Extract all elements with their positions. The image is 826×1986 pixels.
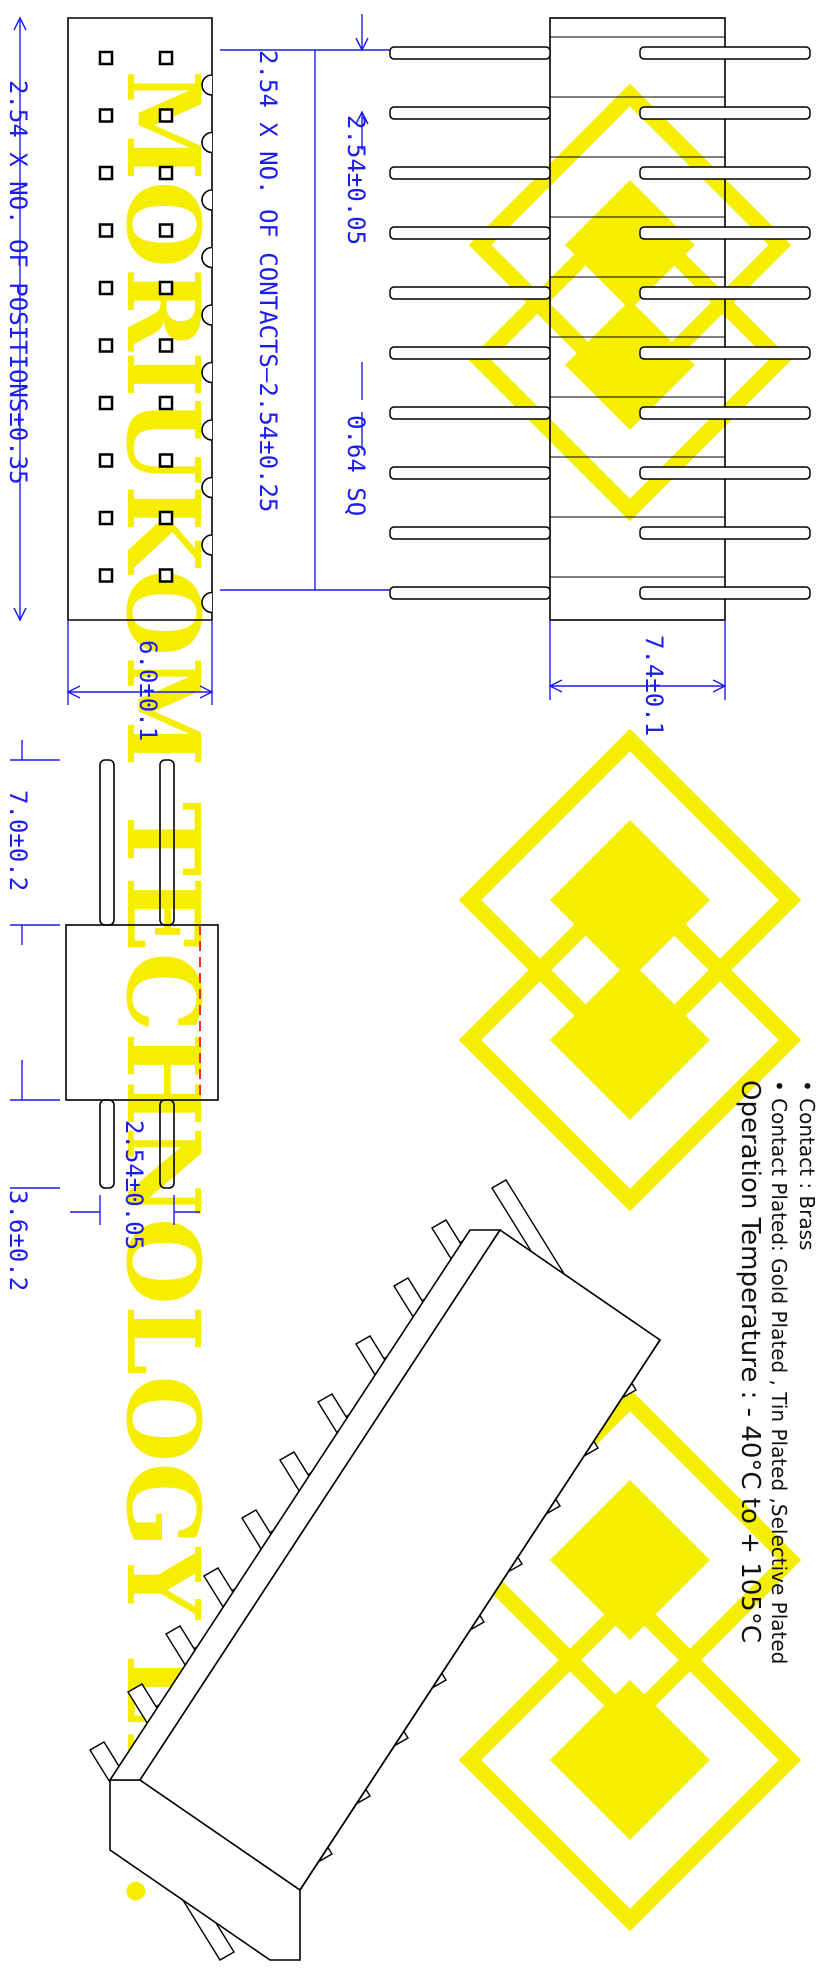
pad-square	[98, 395, 114, 411]
notch	[201, 591, 213, 614]
pad-square	[158, 50, 174, 66]
pitch-side-label: 2.54±0.05	[120, 1120, 148, 1250]
front-pin-left	[389, 346, 551, 360]
front-pin-left	[389, 466, 551, 480]
pad-square	[98, 223, 114, 238]
pad-square	[158, 510, 174, 526]
pad-square	[98, 50, 114, 66]
pad-square	[158, 453, 174, 468]
notch	[201, 361, 213, 384]
note-contact: • Contact : Brass	[795, 1080, 819, 1250]
pad-square	[158, 568, 174, 583]
contacts-length-dimension	[220, 49, 400, 591]
front-pin-right	[639, 286, 811, 300]
pin-top-length-label: 7.0±0.2	[4, 790, 32, 891]
pad-square	[98, 280, 114, 296]
contact-pads	[98, 50, 174, 583]
pad-square	[98, 108, 114, 123]
pitch-top-dimension	[355, 14, 369, 150]
front-pin-right	[639, 586, 811, 600]
pad-square	[158, 223, 174, 238]
front-pin-left	[389, 166, 551, 180]
notch	[201, 189, 213, 211]
pitch-top-label: 2.54±0.05	[342, 115, 370, 245]
pad-square	[98, 338, 114, 353]
note-plating: • Contact Plated: Gold Plated , Tin Plat…	[767, 1080, 791, 1664]
pad-square	[158, 280, 174, 296]
pin-bottom-length-label: 3.6±0.2	[4, 1190, 32, 1291]
side-view	[65, 759, 219, 1189]
front-pin-left	[389, 106, 551, 120]
front-pins	[389, 36, 811, 600]
contacts-length-label: 2.54 X NO. OF CONTACTS–2.54±0.25	[254, 50, 282, 512]
pad-square	[98, 453, 114, 468]
front-pin-right	[639, 46, 811, 60]
front-pin-left	[389, 526, 551, 540]
front-view	[389, 17, 811, 621]
front-pin-right	[639, 526, 811, 540]
note-temperature: Operation Temperature : - 40°C to + 105°…	[735, 1080, 765, 1643]
notch	[201, 419, 213, 441]
pitch-side-dimension	[70, 1195, 200, 1225]
front-pin-right	[639, 406, 811, 420]
pin-size-label: 0.64 SQ	[342, 415, 370, 516]
front-pin-left	[389, 286, 551, 300]
positions-length-dimension	[13, 16, 27, 622]
watermark-diamonds	[458, 83, 802, 1932]
front-pin-left	[389, 586, 551, 600]
notch	[201, 476, 213, 499]
front-pin-right	[639, 226, 811, 240]
pad-square	[158, 395, 174, 411]
notch	[201, 304, 213, 326]
pin-bottom-length-dimension	[10, 1060, 60, 1189]
notch	[201, 131, 213, 154]
front-pin-right	[639, 346, 811, 360]
pad-square	[98, 510, 114, 526]
pad-square	[98, 165, 114, 181]
front-pin-right	[639, 466, 811, 480]
positions-length-label: 2.54 X NO. OF POSITIONS±0.35	[4, 80, 32, 485]
body-width-dimension	[66, 620, 214, 705]
body-notches	[201, 74, 213, 614]
front-pin-right	[639, 166, 811, 180]
notch	[201, 74, 213, 96]
pad-square	[158, 165, 174, 181]
body-width-label: 6.0±0.1	[134, 640, 162, 741]
pad-square	[98, 568, 114, 583]
front-pin-left	[389, 406, 551, 420]
front-pin-right	[639, 106, 811, 120]
notch	[201, 246, 213, 269]
front-pin-left	[389, 226, 551, 240]
front-pin-left	[389, 46, 551, 60]
overall-width-dimension	[548, 620, 727, 700]
notch	[201, 534, 213, 556]
pin-top-length-dimension	[10, 740, 60, 945]
overall-width-label: 7.4±0.1	[640, 635, 668, 736]
pad-square	[158, 338, 174, 353]
isometric-view	[89, 1179, 662, 1961]
pad-square	[158, 108, 174, 123]
